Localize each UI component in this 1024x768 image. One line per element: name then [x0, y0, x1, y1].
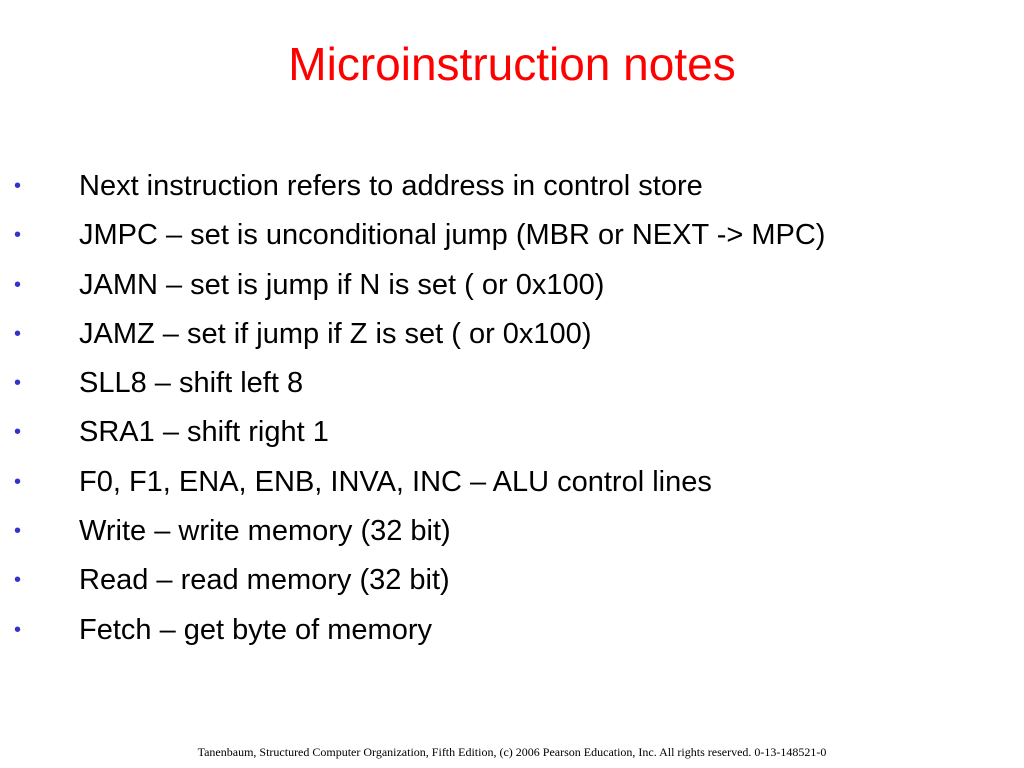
bullet-item: • F0, F1, ENA, ENB, INVA, INC – ALU cont…: [0, 458, 1024, 507]
bullet-text: JAMZ – set if jump if Z is set ( or 0x10…: [79, 317, 592, 350]
bullet-text: F0, F1, ENA, ENB, INVA, INC – ALU contro…: [79, 465, 712, 498]
bullet-icon: •: [14, 618, 22, 641]
bullet-icon: •: [14, 470, 22, 493]
bullet-icon: •: [14, 322, 22, 345]
bullet-icon: •: [14, 569, 22, 592]
bullet-item: • SRA1 – shift right 1: [0, 408, 1024, 457]
bullet-icon: •: [14, 273, 22, 296]
bullet-item: • JMPC – set is unconditional jump (MBR …: [0, 211, 1024, 260]
bullet-icon: •: [14, 520, 22, 543]
bullet-text: Next instruction refers to address in co…: [79, 170, 703, 202]
bullet-item: • Fetch – get byte of memory: [0, 606, 1024, 655]
bullet-text: JAMN – set is jump if N is set ( or 0x10…: [79, 268, 605, 301]
bullet-text: JMPC – set is unconditional jump (MBR or…: [79, 219, 826, 252]
slide-title: Microinstruction notes: [288, 38, 736, 90]
bullet-item: • Next instruction refers to address in …: [0, 162, 1024, 211]
bullet-item: • Write – write memory (32 bit): [0, 507, 1024, 556]
bullet-item: • JAMZ – set if jump if Z is set ( or 0x…: [0, 310, 1024, 359]
bullet-text: SRA1 – shift right 1: [79, 416, 329, 449]
bullet-icon: •: [14, 224, 22, 247]
bullet-list: • Next instruction refers to address in …: [0, 162, 1024, 655]
bullet-icon: •: [14, 372, 22, 395]
bullet-item: • SLL8 – shift left 8: [0, 359, 1024, 408]
bullet-text: Fetch – get byte of memory: [79, 613, 432, 646]
bullet-item: • Read – read memory (32 bit): [0, 556, 1024, 605]
bullet-text: SLL8 – shift left 8: [79, 367, 304, 400]
bullet-text: Write – write memory (32 bit): [79, 515, 451, 548]
bullet-text: Read – read memory (32 bit): [79, 564, 450, 597]
bullet-icon: •: [14, 175, 22, 197]
bullet-item: • JAMN – set is jump if N is set ( or 0x…: [0, 261, 1024, 310]
bullet-icon: •: [14, 421, 22, 444]
copyright-footer: Tanenbaum, Structured Computer Organizat…: [197, 745, 827, 759]
